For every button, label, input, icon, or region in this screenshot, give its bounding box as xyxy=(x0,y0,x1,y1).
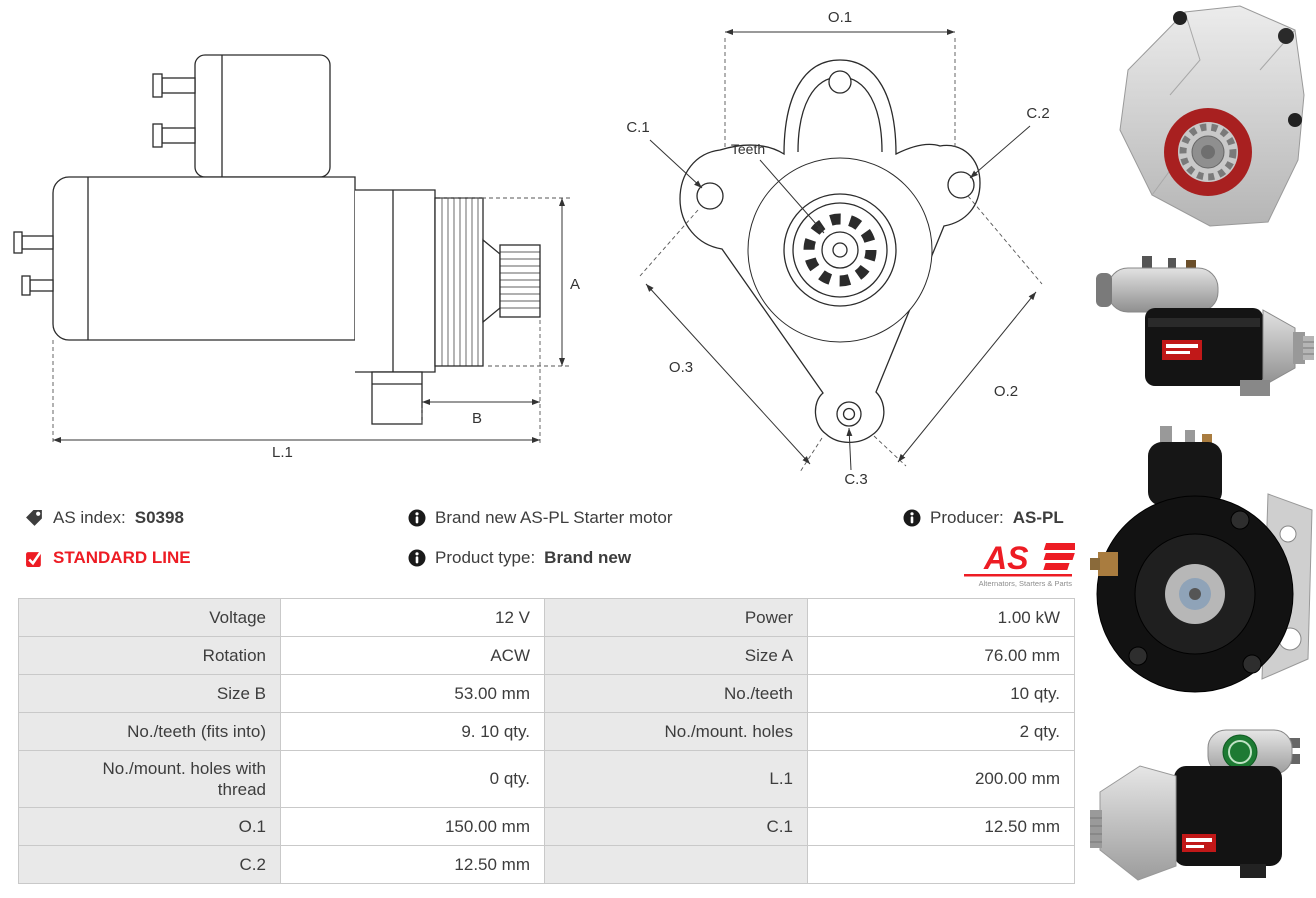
product-photo-rear xyxy=(1090,426,1313,693)
teeth-label: Teeth xyxy=(731,141,765,157)
spec-value: 53.00 mm xyxy=(280,674,545,713)
table-row: C.2 12.50 mm xyxy=(18,845,1075,884)
spec-label: Rotation xyxy=(18,636,281,675)
product-photo-angled xyxy=(1090,729,1300,881)
spec-label: C.1 xyxy=(544,807,808,846)
producer-row: Producer: AS-PL xyxy=(903,508,1064,528)
spec-value: 1.00 kW xyxy=(807,598,1075,637)
as-index-row: AS index: S0398 xyxy=(25,508,184,528)
spec-label: L.1 xyxy=(544,750,808,808)
brand-new-text: Brand new AS-PL Starter motor xyxy=(435,508,673,527)
dim-label-l1: L.1 xyxy=(272,444,293,460)
spec-value: 9. 10 qty. xyxy=(280,712,545,751)
spec-value: 12.50 mm xyxy=(807,807,1075,846)
spec-value: 0 qty. xyxy=(280,750,545,808)
front-view-diagram: O.1 C.1 C.2 Teeth O.3 O.2 C.3 xyxy=(626,9,1049,488)
product-type-row: Product type: Brand new xyxy=(408,548,631,568)
side-view-diagram: A B L.1 xyxy=(13,54,580,460)
tag-icon xyxy=(25,509,44,528)
dim-label-c3: C.3 xyxy=(844,471,867,488)
spec-value: 200.00 mm xyxy=(807,750,1075,808)
as-pl-logo: AS Alternators, Starters & Parts xyxy=(964,540,1075,588)
standard-line-row: STANDARD LINE xyxy=(25,548,191,568)
spec-label: No./teeth xyxy=(544,674,808,713)
spec-label: Voltage xyxy=(18,598,281,637)
info-icon xyxy=(408,549,426,567)
spec-value: 12.50 mm xyxy=(280,845,545,884)
table-row: Rotation ACW Size A 76.00 mm xyxy=(18,636,1075,675)
spec-label: Size B xyxy=(18,674,281,713)
info-icon xyxy=(408,509,426,527)
table-row: No./teeth (fits into) 9. 10 qty. No./mou… xyxy=(18,712,1075,751)
checkbox-checked-icon xyxy=(25,549,44,568)
spec-label: Size A xyxy=(544,636,808,675)
dim-label-c2: C.2 xyxy=(1026,105,1049,122)
info-icon xyxy=(903,509,921,527)
as-pl-logo-tagline: Alternators, Starters & Parts xyxy=(979,579,1073,588)
dim-label-c1: C.1 xyxy=(626,119,649,136)
as-index-value: S0398 xyxy=(134,508,184,527)
spec-label xyxy=(544,845,808,884)
producer-label: Producer: xyxy=(930,508,1004,527)
standard-line-label: STANDARD LINE xyxy=(53,548,191,567)
spec-table: Voltage 12 V Power 1.00 kW Rotation ACW … xyxy=(18,598,1075,884)
product-photo-front-aluminium xyxy=(1119,5,1305,227)
dim-label-o2: O.2 xyxy=(994,383,1018,400)
spec-value: 76.00 mm xyxy=(807,636,1075,675)
brand-new-row: Brand new AS-PL Starter motor xyxy=(408,508,672,528)
table-row: O.1 150.00 mm C.1 12.50 mm xyxy=(18,807,1075,846)
spec-value: ACW xyxy=(280,636,545,675)
as-index-label: AS index: xyxy=(53,508,126,527)
as-pl-logo-text: AS xyxy=(983,540,1029,576)
spec-label: No./mount. holes with thread xyxy=(18,750,281,808)
dim-label-b: B xyxy=(472,410,482,427)
spec-value xyxy=(807,845,1075,884)
spec-value: 150.00 mm xyxy=(280,807,545,846)
spec-label: No./teeth (fits into) xyxy=(18,712,281,751)
spec-label: Power xyxy=(544,598,808,637)
spec-value: 12 V xyxy=(280,598,545,637)
product-type-label: Product type: xyxy=(435,548,536,567)
table-row: No./mount. holes with thread 0 qty. L.1 … xyxy=(18,750,1075,808)
spec-label: O.1 xyxy=(18,807,281,846)
dim-label-a: A xyxy=(570,276,580,293)
dim-label-o3: O.3 xyxy=(669,359,693,376)
spec-value: 10 qty. xyxy=(807,674,1075,713)
dim-label-o1: O.1 xyxy=(828,9,852,26)
spec-label: No./mount. holes xyxy=(544,712,808,751)
spec-table-container: Voltage 12 V Power 1.00 kW Rotation ACW … xyxy=(18,598,1075,884)
producer-value: AS-PL xyxy=(1012,508,1064,527)
spec-value: 2 qty. xyxy=(807,712,1075,751)
table-row: Size B 53.00 mm No./teeth 10 qty. xyxy=(18,674,1075,713)
product-type-value: Brand new xyxy=(544,548,632,567)
table-row: Voltage 12 V Power 1.00 kW xyxy=(18,598,1075,637)
product-photo-side xyxy=(1096,256,1314,396)
spec-label: C.2 xyxy=(18,845,281,884)
